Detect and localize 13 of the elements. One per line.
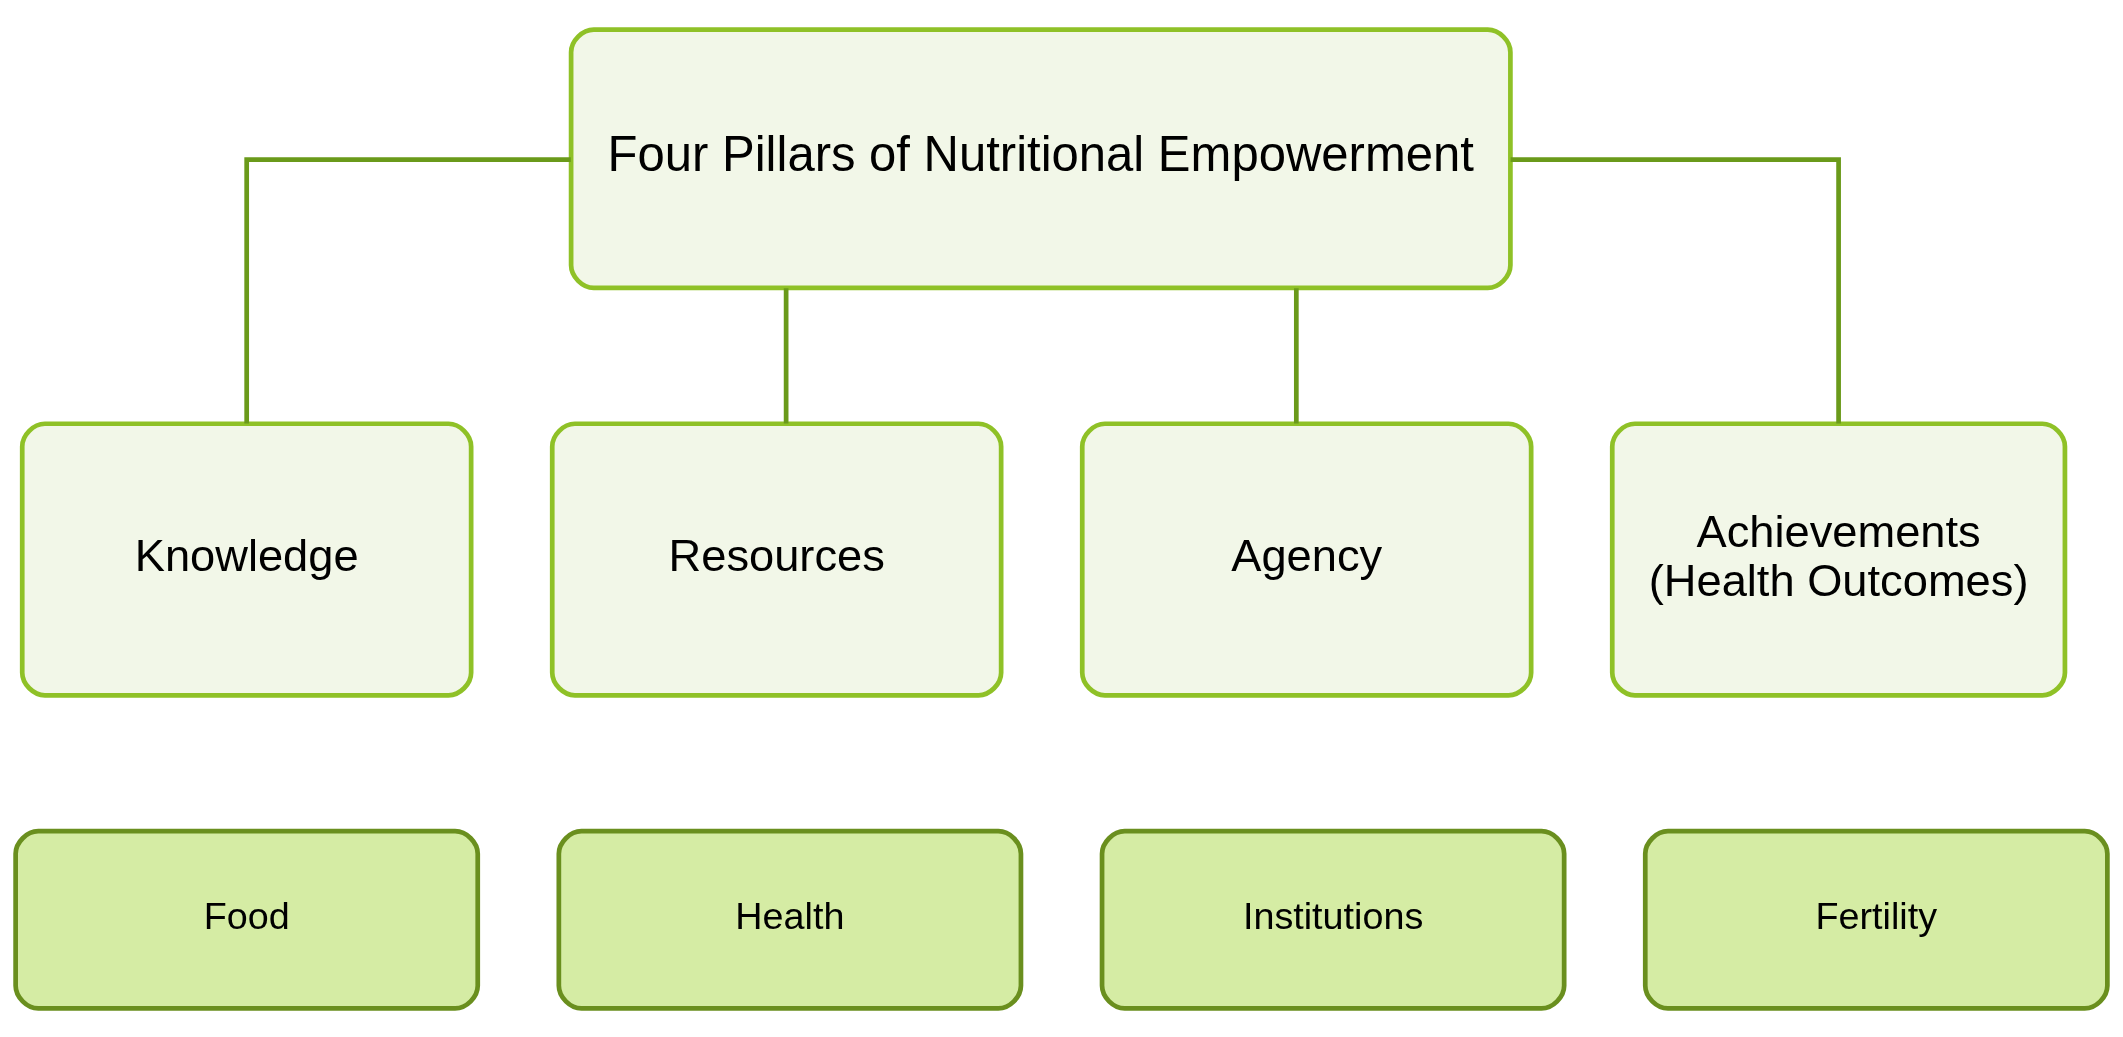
connector: [1293, 287, 1299, 423]
node-box: Agency: [1079, 420, 1534, 698]
node-box: Institutions: [1099, 828, 1567, 1011]
node-box: Four Pillars of Nutritional Empowerment: [568, 26, 1513, 290]
node-box: Food: [13, 828, 481, 1011]
node-box: Resources: [549, 420, 1004, 698]
connector: [1510, 156, 1841, 424]
connector: [244, 156, 571, 424]
connector: [783, 287, 789, 423]
node-box: Achievements (Health Outcomes): [1609, 420, 2068, 698]
node-box: Knowledge: [19, 420, 474, 698]
node-box: Health: [556, 828, 1024, 1011]
node-box: Fertility: [1642, 828, 2110, 1011]
